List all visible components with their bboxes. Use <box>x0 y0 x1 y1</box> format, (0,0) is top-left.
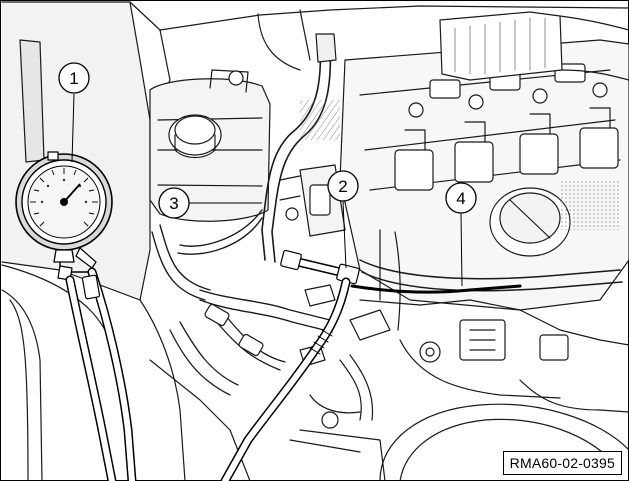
figure-reference-code: RMA60-02-0395 <box>502 451 622 475</box>
callout-2: 2 <box>327 170 359 202</box>
pressure-gauge <box>15 151 113 281</box>
leader-lines <box>71 93 463 287</box>
callout-1: 1 <box>58 62 90 94</box>
callout-1-label: 1 <box>69 69 78 88</box>
callout-3: 3 <box>158 187 190 219</box>
fuel-line <box>350 284 522 294</box>
callout-3-label: 3 <box>169 194 178 213</box>
callout-4-label: 4 <box>456 189 465 208</box>
gauge-hoses <box>65 267 137 481</box>
test-hose <box>220 249 360 481</box>
callout-2-label: 2 <box>338 177 347 196</box>
callout-4: 4 <box>445 182 477 214</box>
